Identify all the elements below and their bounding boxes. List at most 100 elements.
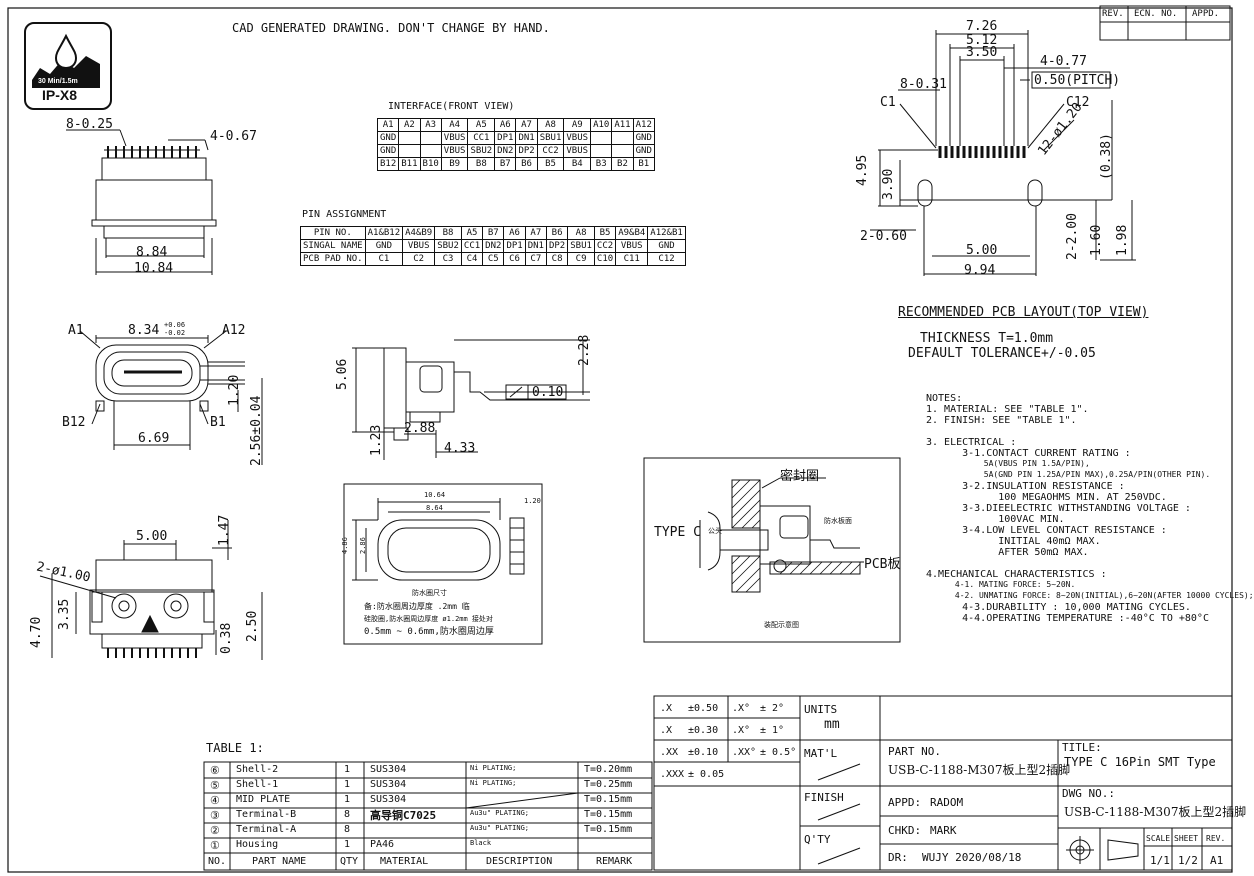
pin-cell: DN1 bbox=[524, 239, 547, 253]
pin-cell: C10 bbox=[593, 252, 617, 266]
pin-cell: A1&B12 bbox=[364, 226, 404, 240]
appd-value: RADOM bbox=[930, 796, 964, 809]
note-line: INITIAL 40mΩ MAX. bbox=[926, 536, 1101, 547]
tolerance-cell: ±0.50 bbox=[688, 703, 719, 714]
note-line: 3-1.CONTACT CURRENT RATING : bbox=[926, 448, 1131, 459]
tolerance-cell: ±0.10 bbox=[688, 747, 719, 758]
dim-2-200: 2-2.00 bbox=[1065, 213, 1080, 260]
pin-cell: C1 bbox=[364, 252, 404, 266]
typec-label: TYPE C bbox=[654, 525, 701, 540]
dim-834-tol-dn: -0.02 bbox=[164, 329, 186, 337]
dim-506: 5.06 bbox=[335, 358, 350, 390]
table1-cell-name: Terminal-B bbox=[236, 809, 297, 820]
pin-cell: C8 bbox=[545, 252, 569, 266]
interface-cell: VBUS bbox=[440, 144, 469, 158]
pin-cell: CC2 bbox=[593, 239, 617, 253]
interface-cell: A11 bbox=[611, 118, 634, 132]
dim-834: 8.34 bbox=[128, 323, 160, 338]
tolerance-cell: ± 2° bbox=[760, 703, 785, 714]
pin-cell: VBUS bbox=[615, 239, 649, 253]
dim-147: 1.47 bbox=[217, 514, 232, 546]
note-line: 4-2. UNMATING FORCE: 8~20N(INITIAL),6~20… bbox=[926, 591, 1254, 600]
table1-cell-mat: SUS304 bbox=[370, 794, 407, 805]
dim-038-paren: (0.38) bbox=[1099, 133, 1114, 180]
pin-cell: C3 bbox=[434, 252, 462, 266]
table1-cell-qty: 1 bbox=[344, 779, 351, 790]
interface-cell: CC2 bbox=[536, 144, 565, 158]
label-c1: C1 bbox=[880, 95, 896, 110]
dim-8-031: 8-0.31 bbox=[900, 77, 947, 92]
interface-cell: GND bbox=[632, 144, 655, 158]
label-b12: B12 bbox=[62, 415, 86, 430]
tolerance-cell: .X bbox=[660, 703, 673, 714]
dwg-no-label: DWG NO.: bbox=[1062, 787, 1115, 800]
assembly-caption: 装配示意图 bbox=[764, 621, 799, 629]
pcb-label: PCB板 bbox=[864, 557, 901, 572]
tolerance-cell: .XXX bbox=[660, 769, 685, 780]
bottom-view bbox=[39, 520, 263, 660]
pin-cell: GND bbox=[647, 239, 686, 253]
interface-cell: GND bbox=[376, 144, 400, 158]
interface-cell: SBU2 bbox=[467, 144, 496, 158]
table1-cell-mat: PA46 bbox=[370, 839, 395, 850]
interface-cell: DN2 bbox=[494, 144, 517, 158]
interface-cell: A3 bbox=[419, 118, 442, 132]
dim-1084: 10.84 bbox=[134, 261, 174, 276]
pin-cell: A9&B4 bbox=[615, 226, 649, 240]
scale-label: SCALE bbox=[1146, 834, 1171, 843]
sheet-label: SHEET bbox=[1174, 834, 1199, 843]
dim-470: 4.70 bbox=[29, 616, 44, 648]
interface-cell: A8 bbox=[536, 118, 565, 132]
pin-cell: B8 bbox=[434, 226, 462, 240]
pin-cell: C12 bbox=[647, 252, 686, 266]
note-line: NOTES: bbox=[926, 393, 963, 404]
dim-038: 0.38 bbox=[219, 622, 234, 654]
table1-cell-no: ④ bbox=[210, 794, 220, 807]
interface-cell: B2 bbox=[611, 157, 634, 171]
matl-label: MAT'L bbox=[804, 747, 838, 760]
pcb-tolerance: DEFAULT TOLERANCE+/-0.05 bbox=[908, 346, 1096, 361]
table1-cell-qty: 1 bbox=[344, 764, 351, 775]
tolerance-cell: ± 0.5° bbox=[760, 747, 797, 758]
note-line: 3-2.INSULATION RESISTANCE : bbox=[926, 481, 1125, 492]
dim-350: 3.50 bbox=[966, 45, 998, 60]
pin-cell: C9 bbox=[567, 252, 595, 266]
table1-cell-name: Housing bbox=[236, 839, 279, 850]
note-line: 4-1. MATING FORCE: 5~20N. bbox=[926, 580, 1076, 589]
table1-cell-no: ③ bbox=[210, 809, 220, 822]
pin-cell: SINGAL NAME bbox=[300, 239, 366, 253]
table1-grid bbox=[203, 761, 653, 871]
pin-cell: C7 bbox=[524, 252, 547, 266]
dim-2-060: 2-0.60 bbox=[860, 229, 907, 244]
top-side-view bbox=[66, 129, 217, 275]
dim-1064: 10.64 bbox=[424, 491, 446, 499]
interface-cell bbox=[398, 144, 421, 158]
dim-256: 2.56±0.04 bbox=[249, 395, 264, 466]
pin-cell: SBU2 bbox=[434, 239, 462, 253]
note-line: 5A(VBUS PIN 1.5A/PIN), bbox=[926, 459, 1090, 468]
table1-cell-mat: 高导铜C7025 bbox=[370, 809, 437, 822]
dim-512: 5.12 bbox=[966, 33, 998, 48]
table1-cell-qty: 8 bbox=[344, 824, 351, 835]
dim-486: 4.86 bbox=[341, 537, 349, 554]
note-line: 5A(GND PIN 1.25A/PIN MAX),0.25A/PIN(OTHE… bbox=[926, 470, 1211, 479]
dim-120: 1.20 bbox=[227, 374, 242, 406]
pin-cell: A12&B1 bbox=[647, 226, 686, 240]
label-b1: B1 bbox=[210, 415, 226, 430]
units-value: mm bbox=[824, 717, 840, 732]
note-line: 4.MECHANICAL CHARACTERISTICS : bbox=[926, 569, 1107, 580]
dim-8-025: 8-0.25 bbox=[66, 117, 113, 132]
interface-cell: SBU1 bbox=[536, 131, 565, 145]
ip-badge-title: IP-X8 bbox=[42, 87, 78, 103]
tolerance-cell: .X° bbox=[732, 703, 751, 714]
table1-cell-desc: Au3u" PLATING; bbox=[470, 809, 530, 817]
pin-cell: PCB PAD NO. bbox=[300, 252, 366, 266]
qty-label: Q'TY bbox=[804, 833, 831, 846]
interface-cell: DP2 bbox=[515, 144, 538, 158]
dim-669: 6.69 bbox=[138, 431, 170, 446]
appd-label: APPD: bbox=[888, 796, 922, 809]
title-value: TYPE C 16Pin SMT Type bbox=[1064, 755, 1216, 769]
